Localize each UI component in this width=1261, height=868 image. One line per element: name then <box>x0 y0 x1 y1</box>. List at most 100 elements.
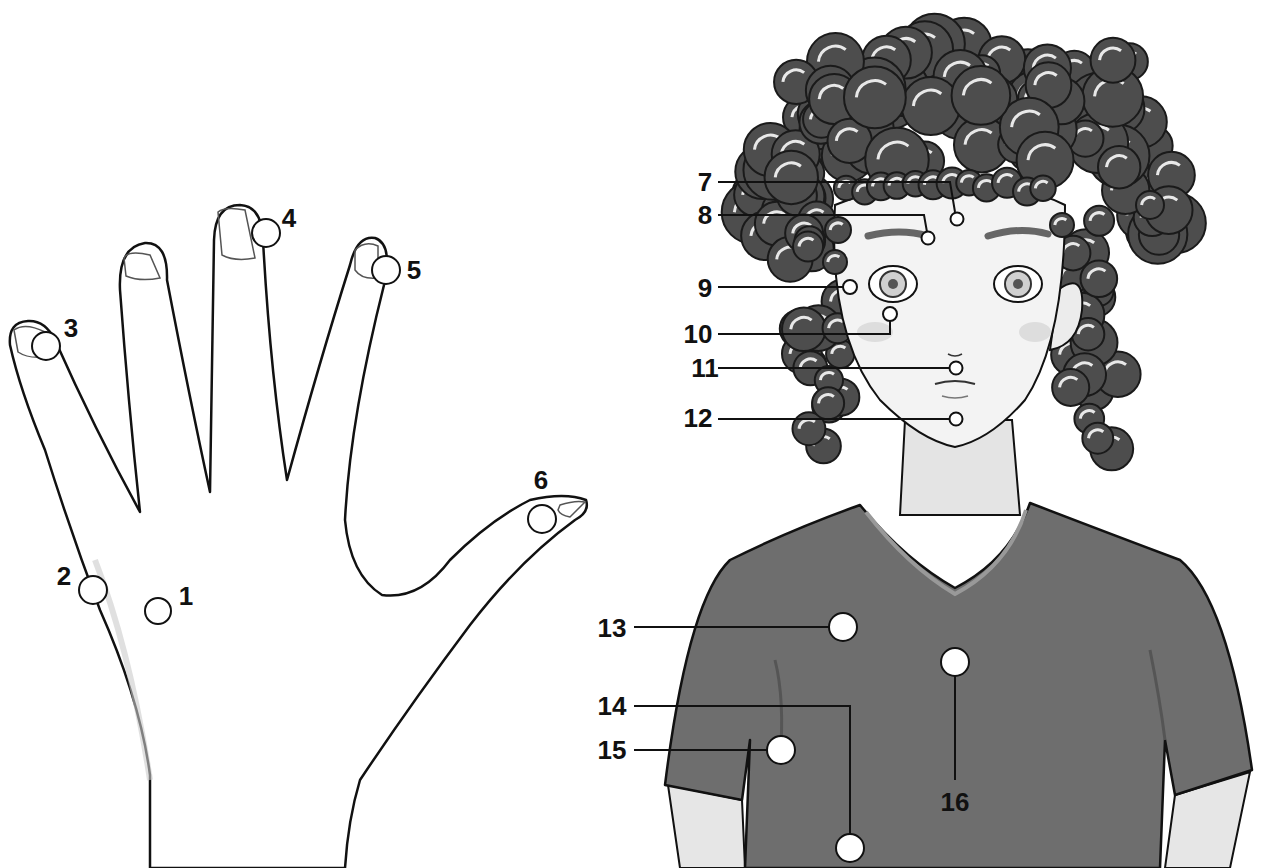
hair-curl <box>823 250 847 274</box>
point-marker <box>950 413 963 426</box>
hair-highlight <box>783 70 804 82</box>
hair-highlight <box>791 317 812 329</box>
hair-curl <box>1081 260 1118 297</box>
point-marker <box>843 280 857 294</box>
nail <box>124 253 160 280</box>
hair-highlight <box>819 395 834 404</box>
leader-line <box>718 182 955 212</box>
fold <box>1150 650 1165 740</box>
hair-curl <box>1082 423 1113 454</box>
point-markers <box>767 213 969 863</box>
mouth <box>935 381 975 384</box>
hair-highlight <box>1012 111 1040 127</box>
hand-outline <box>10 205 587 868</box>
callout-number: 2 <box>57 563 71 589</box>
point-marker <box>836 834 864 862</box>
callout-number: 15 <box>598 737 627 763</box>
leader-line <box>718 321 890 334</box>
point-marker <box>767 736 795 764</box>
nail <box>218 208 255 259</box>
hair-curl <box>1098 146 1140 188</box>
callout-number: 9 <box>698 275 712 301</box>
hair-highlight <box>818 46 845 61</box>
hair-curl <box>952 66 1011 125</box>
leader-line <box>634 749 767 751</box>
leader-lines <box>634 182 955 834</box>
callout-number: 1 <box>179 583 193 609</box>
iris <box>880 271 906 297</box>
pupil <box>888 279 898 289</box>
cheek <box>1019 322 1051 342</box>
hair-curl <box>823 250 847 274</box>
hair-curl <box>902 77 960 135</box>
callout-number: 4 <box>282 205 296 231</box>
hair-curl <box>782 307 826 351</box>
hair-curl <box>952 66 1011 125</box>
point-marker <box>951 213 964 226</box>
eye <box>994 266 1042 302</box>
hair <box>722 14 1206 471</box>
hair-curl <box>812 387 844 419</box>
hair-highlight <box>799 420 815 429</box>
callout-number: 7 <box>698 169 712 195</box>
leader-line <box>718 286 843 288</box>
hair-highlight <box>1157 163 1179 176</box>
figure <box>634 14 1252 868</box>
hair-highlight <box>1088 430 1103 438</box>
hair-curl <box>825 217 851 243</box>
hair-curl <box>812 387 844 419</box>
leader-line <box>718 367 949 369</box>
hair-curl <box>1136 191 1164 219</box>
callout-number: 13 <box>598 615 627 641</box>
hair-highlight <box>800 359 816 368</box>
hair-highlight <box>1088 269 1106 279</box>
hair-curl <box>825 217 851 243</box>
hair-highlight <box>961 176 973 183</box>
hair-highlight <box>775 163 801 177</box>
hair-highlight <box>1090 213 1104 221</box>
lip <box>942 396 968 398</box>
hair-highlight <box>1035 181 1047 188</box>
callout-number: 11 <box>691 355 719 381</box>
hair-highlight <box>1078 325 1094 334</box>
leader-line <box>718 215 927 232</box>
hair-curl <box>793 231 823 261</box>
point-marker <box>79 576 107 604</box>
eye <box>869 266 917 302</box>
point-marker <box>941 648 969 676</box>
point-marker <box>32 332 60 360</box>
callout-number: 6 <box>534 467 548 493</box>
eyebrow <box>988 230 1048 236</box>
hair-highlight <box>1035 73 1057 85</box>
callout-number: 10 <box>684 321 713 347</box>
hair-curl <box>1136 191 1164 219</box>
hair-highlight <box>1063 244 1080 253</box>
hair-curl <box>1091 38 1136 83</box>
callout-number: 8 <box>698 202 712 228</box>
callout-number: 5 <box>407 257 421 283</box>
point-marker <box>883 307 897 321</box>
hair-highlight <box>1055 218 1067 225</box>
hair-curl <box>1098 146 1140 188</box>
iris <box>1005 271 1031 297</box>
callout-number: 16 <box>941 789 970 815</box>
collar <box>866 510 1026 594</box>
point-marker <box>922 232 935 245</box>
t-shirt <box>665 503 1252 868</box>
hair-highlight <box>830 223 842 230</box>
hair-highlight <box>913 90 941 106</box>
hair-highlight <box>832 346 846 354</box>
hair-highlight <box>1106 156 1126 167</box>
nail <box>558 501 585 517</box>
point-marker <box>528 505 556 533</box>
hair-highlight <box>965 130 992 145</box>
face <box>834 185 1065 447</box>
hair-curl <box>793 231 823 261</box>
hair-highlight <box>820 373 834 381</box>
hair-curl <box>765 151 818 204</box>
point-marker <box>372 256 400 284</box>
hair-curl <box>1081 260 1118 297</box>
hair-highlight <box>978 181 991 188</box>
hair-highlight <box>1080 411 1094 419</box>
